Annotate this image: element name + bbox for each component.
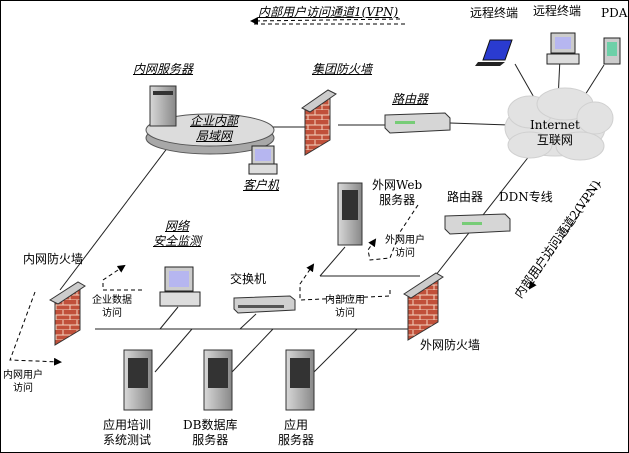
lan-label: 企业内部局域网	[190, 114, 238, 144]
inner-user-access-label: 内网用户访问	[3, 369, 43, 395]
client-computer-icon	[248, 145, 278, 175]
srv3-line	[313, 328, 358, 373]
remote-desktop-icon	[546, 32, 580, 65]
internal-app-label-line2: 访问	[335, 308, 355, 319]
lan-disk	[145, 113, 275, 155]
ext-user-label-line1: 外网用户	[385, 235, 425, 246]
internal-app-label-line1: 内部应用	[325, 295, 365, 306]
router-top-icon	[384, 112, 451, 134]
ent-data-label-line1: 企业数据	[92, 295, 132, 306]
router-mid-icon	[444, 213, 511, 235]
internal-app-access-label: 内部应用访问	[325, 294, 365, 320]
internal-app-arrow	[299, 263, 391, 301]
connection-lines	[59, 57, 605, 373]
inner-user-label-line2: 访问	[13, 383, 33, 394]
security-monitor-icon	[159, 266, 201, 307]
group-firewall-label: 集团防火墙	[312, 62, 373, 76]
web-server-icon	[337, 182, 363, 246]
internet-label-line2: 互联网	[536, 133, 573, 147]
router-to-internet-line	[449, 122, 511, 126]
vpn1-arrow	[250, 16, 401, 25]
monitor-line	[159, 306, 179, 330]
db-server-label: DB数据库服务器	[183, 418, 237, 448]
switch-line	[239, 313, 257, 330]
security-label-line2: 安全监测	[153, 234, 202, 248]
inner-firewall-label: 内网防火墙	[23, 252, 84, 266]
lan-label-line1: 企业内部	[190, 114, 239, 128]
srv3-label-line2: 服务器	[278, 433, 315, 447]
web-server-label-line1: 外网Web	[372, 178, 423, 192]
inner-user-arrow	[9, 291, 62, 366]
ent-data-label-line2: 访问	[102, 308, 122, 319]
intranet-server-icon	[149, 85, 177, 127]
ent-data-arrow	[102, 264, 142, 291]
srv2-label-line1: DB数据库	[183, 418, 238, 432]
db-server-icon	[203, 349, 233, 411]
srv2-line	[231, 328, 274, 373]
intranet-server-label: 内网服务器	[133, 62, 194, 76]
switch-icon	[233, 295, 296, 314]
ddn-label: DDN专线	[499, 190, 553, 204]
inner-firewall-icon	[48, 281, 86, 346]
outer-firewall-label: 外网防火墙	[420, 338, 481, 352]
remote-terminal-2-label: 远程终端	[533, 4, 582, 18]
srv1-line	[154, 328, 193, 373]
switch-label: 交换机	[230, 272, 267, 286]
vpn2-arrow	[528, 181, 601, 290]
ext-user-arrow	[367, 204, 419, 261]
pda-icon	[603, 37, 621, 65]
vpn1-label: 内部用户访问通道1(VPN)	[258, 5, 399, 19]
pda-label: PDA	[601, 6, 628, 20]
internet-cloud	[504, 87, 614, 161]
app-training-server-icon	[123, 349, 153, 411]
srv2-label-line2: 服务器	[192, 433, 229, 447]
remote-terminal-1-label: 远程终端	[470, 6, 519, 20]
app-server-icon	[285, 349, 315, 411]
outer-firewall-icon	[403, 272, 444, 341]
lan-label-line2: 局域网	[196, 129, 233, 143]
srv1-label-line1: 应用培训	[103, 418, 152, 432]
security-label-line1: 网络	[165, 219, 190, 233]
client-label: 客户机	[243, 178, 280, 192]
access-arrows	[9, 16, 601, 366]
inner-user-label-line1: 内网用户	[3, 370, 43, 381]
srv1-label-line2: 系统测试	[103, 433, 152, 447]
router-mid-label: 路由器	[447, 190, 484, 204]
ext-user-access-label: 外网用户访问	[385, 234, 425, 260]
app-training-server-label: 应用培训系统测试	[103, 418, 151, 448]
laptop-icon	[475, 39, 513, 66]
pda-to-internet-line	[584, 64, 605, 96]
security-monitor-label: 网络安全监测	[153, 219, 201, 249]
ent-data-access-label: 企业数据访问	[92, 294, 132, 320]
app-server-label: 应用服务器	[278, 418, 314, 448]
group-firewall-icon	[301, 89, 337, 156]
web-server-line	[319, 246, 346, 277]
ext-user-label-line2: 访问	[395, 248, 415, 259]
internet-label-line1: Internet	[530, 118, 580, 132]
router-top-label: 路由器	[392, 92, 429, 106]
web-server-label-line2: 服务器	[379, 193, 416, 207]
srv3-label-line1: 应用	[284, 418, 309, 432]
